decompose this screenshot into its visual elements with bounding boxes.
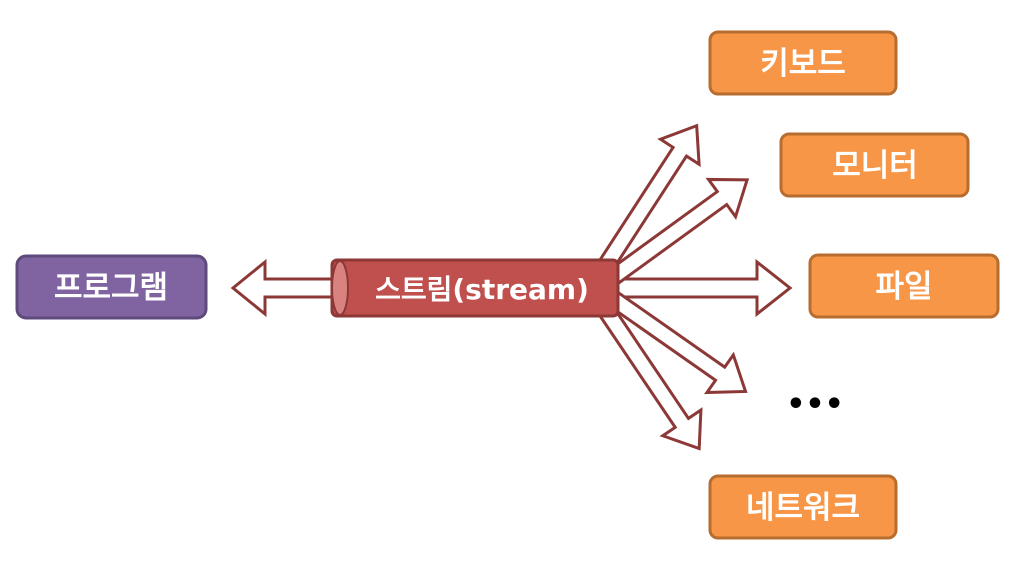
arrow-to-monitor: [605, 177, 750, 287]
file-label: 파일: [875, 269, 932, 305]
monitor-label: 모니터: [832, 148, 918, 184]
arrow-to-network: [594, 299, 703, 451]
program-label: 프로그램: [54, 270, 168, 306]
file-node: 파일: [808, 253, 1000, 319]
network-label: 네트워크: [746, 490, 860, 526]
more-ellipsis: •••: [786, 387, 844, 422]
stream-label: 스트림(stream): [375, 273, 589, 306]
arrow-to-program: [230, 258, 337, 318]
arrow-to-keyboard: [594, 123, 701, 277]
stream-node: 스트림(stream): [330, 258, 620, 318]
monitor-node: 모니터: [779, 132, 970, 198]
arrow-to-file: [613, 258, 793, 318]
network-node: 네트워크: [708, 474, 898, 540]
keyboard-node: 키보드: [708, 30, 898, 96]
keyboard-label: 키보드: [760, 46, 846, 82]
program-node: 프로그램: [15, 254, 208, 320]
arrow-to-more: [605, 289, 748, 395]
